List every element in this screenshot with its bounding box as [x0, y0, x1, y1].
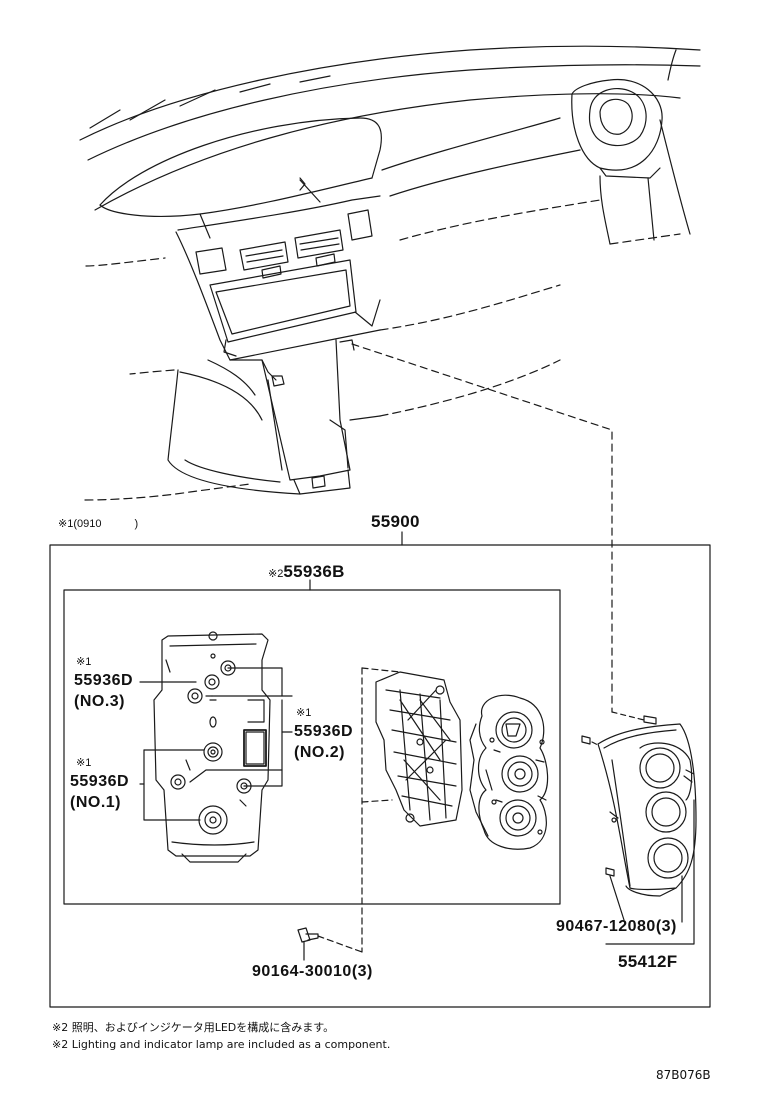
screw-illustration: [297, 927, 319, 961]
leaders-base-no1: [139, 749, 205, 821]
assembly-frame: [49, 544, 711, 1008]
base-no3-mark: ※1: [76, 656, 92, 668]
part-number-panel-sub[interactable]: ※255936B: [268, 562, 345, 581]
part-number-base-no1[interactable]: 55936D: [70, 773, 130, 790]
base-no1-mark: ※1: [76, 757, 92, 769]
diagram-code: 87B076B: [656, 1068, 711, 1082]
part-number-clip[interactable]: 90467-12080(3): [556, 918, 677, 935]
footnote-japanese: ※2 照明、およびインジケータ用LEDを構成に含みます。: [52, 1021, 335, 1034]
leaders-base-no3: [139, 667, 293, 697]
part-number-assembly[interactable]: 55900: [371, 512, 420, 531]
base-no3-variant: (NO.3): [74, 693, 125, 710]
part-number-base-no2[interactable]: 55936D: [294, 723, 354, 740]
bezel-illustration: [581, 711, 697, 897]
range-note: ※1(0910 ): [58, 518, 139, 530]
leaders-bezel: [605, 799, 695, 945]
part-number-screw[interactable]: 90164-30010(3): [252, 963, 373, 980]
panel-sub-frame: [63, 589, 561, 905]
leaders-base-no2: [189, 695, 293, 787]
dashboard-illustration: [79, 45, 701, 713]
base-plate-illustration: [153, 631, 271, 863]
dial-unit-illustration: [469, 694, 549, 850]
part-number-bezel[interactable]: 55412F: [618, 952, 678, 971]
base-no2-mark: ※1: [296, 707, 312, 719]
part-number-base-no3[interactable]: 55936D: [74, 672, 134, 689]
control-module-illustration: [317, 667, 463, 953]
base-no1-variant: (NO.1): [70, 794, 121, 811]
base-no2-variant: (NO.2): [294, 744, 345, 761]
footnote-english: ※2 Lighting and indicator lamp are inclu…: [52, 1038, 391, 1051]
